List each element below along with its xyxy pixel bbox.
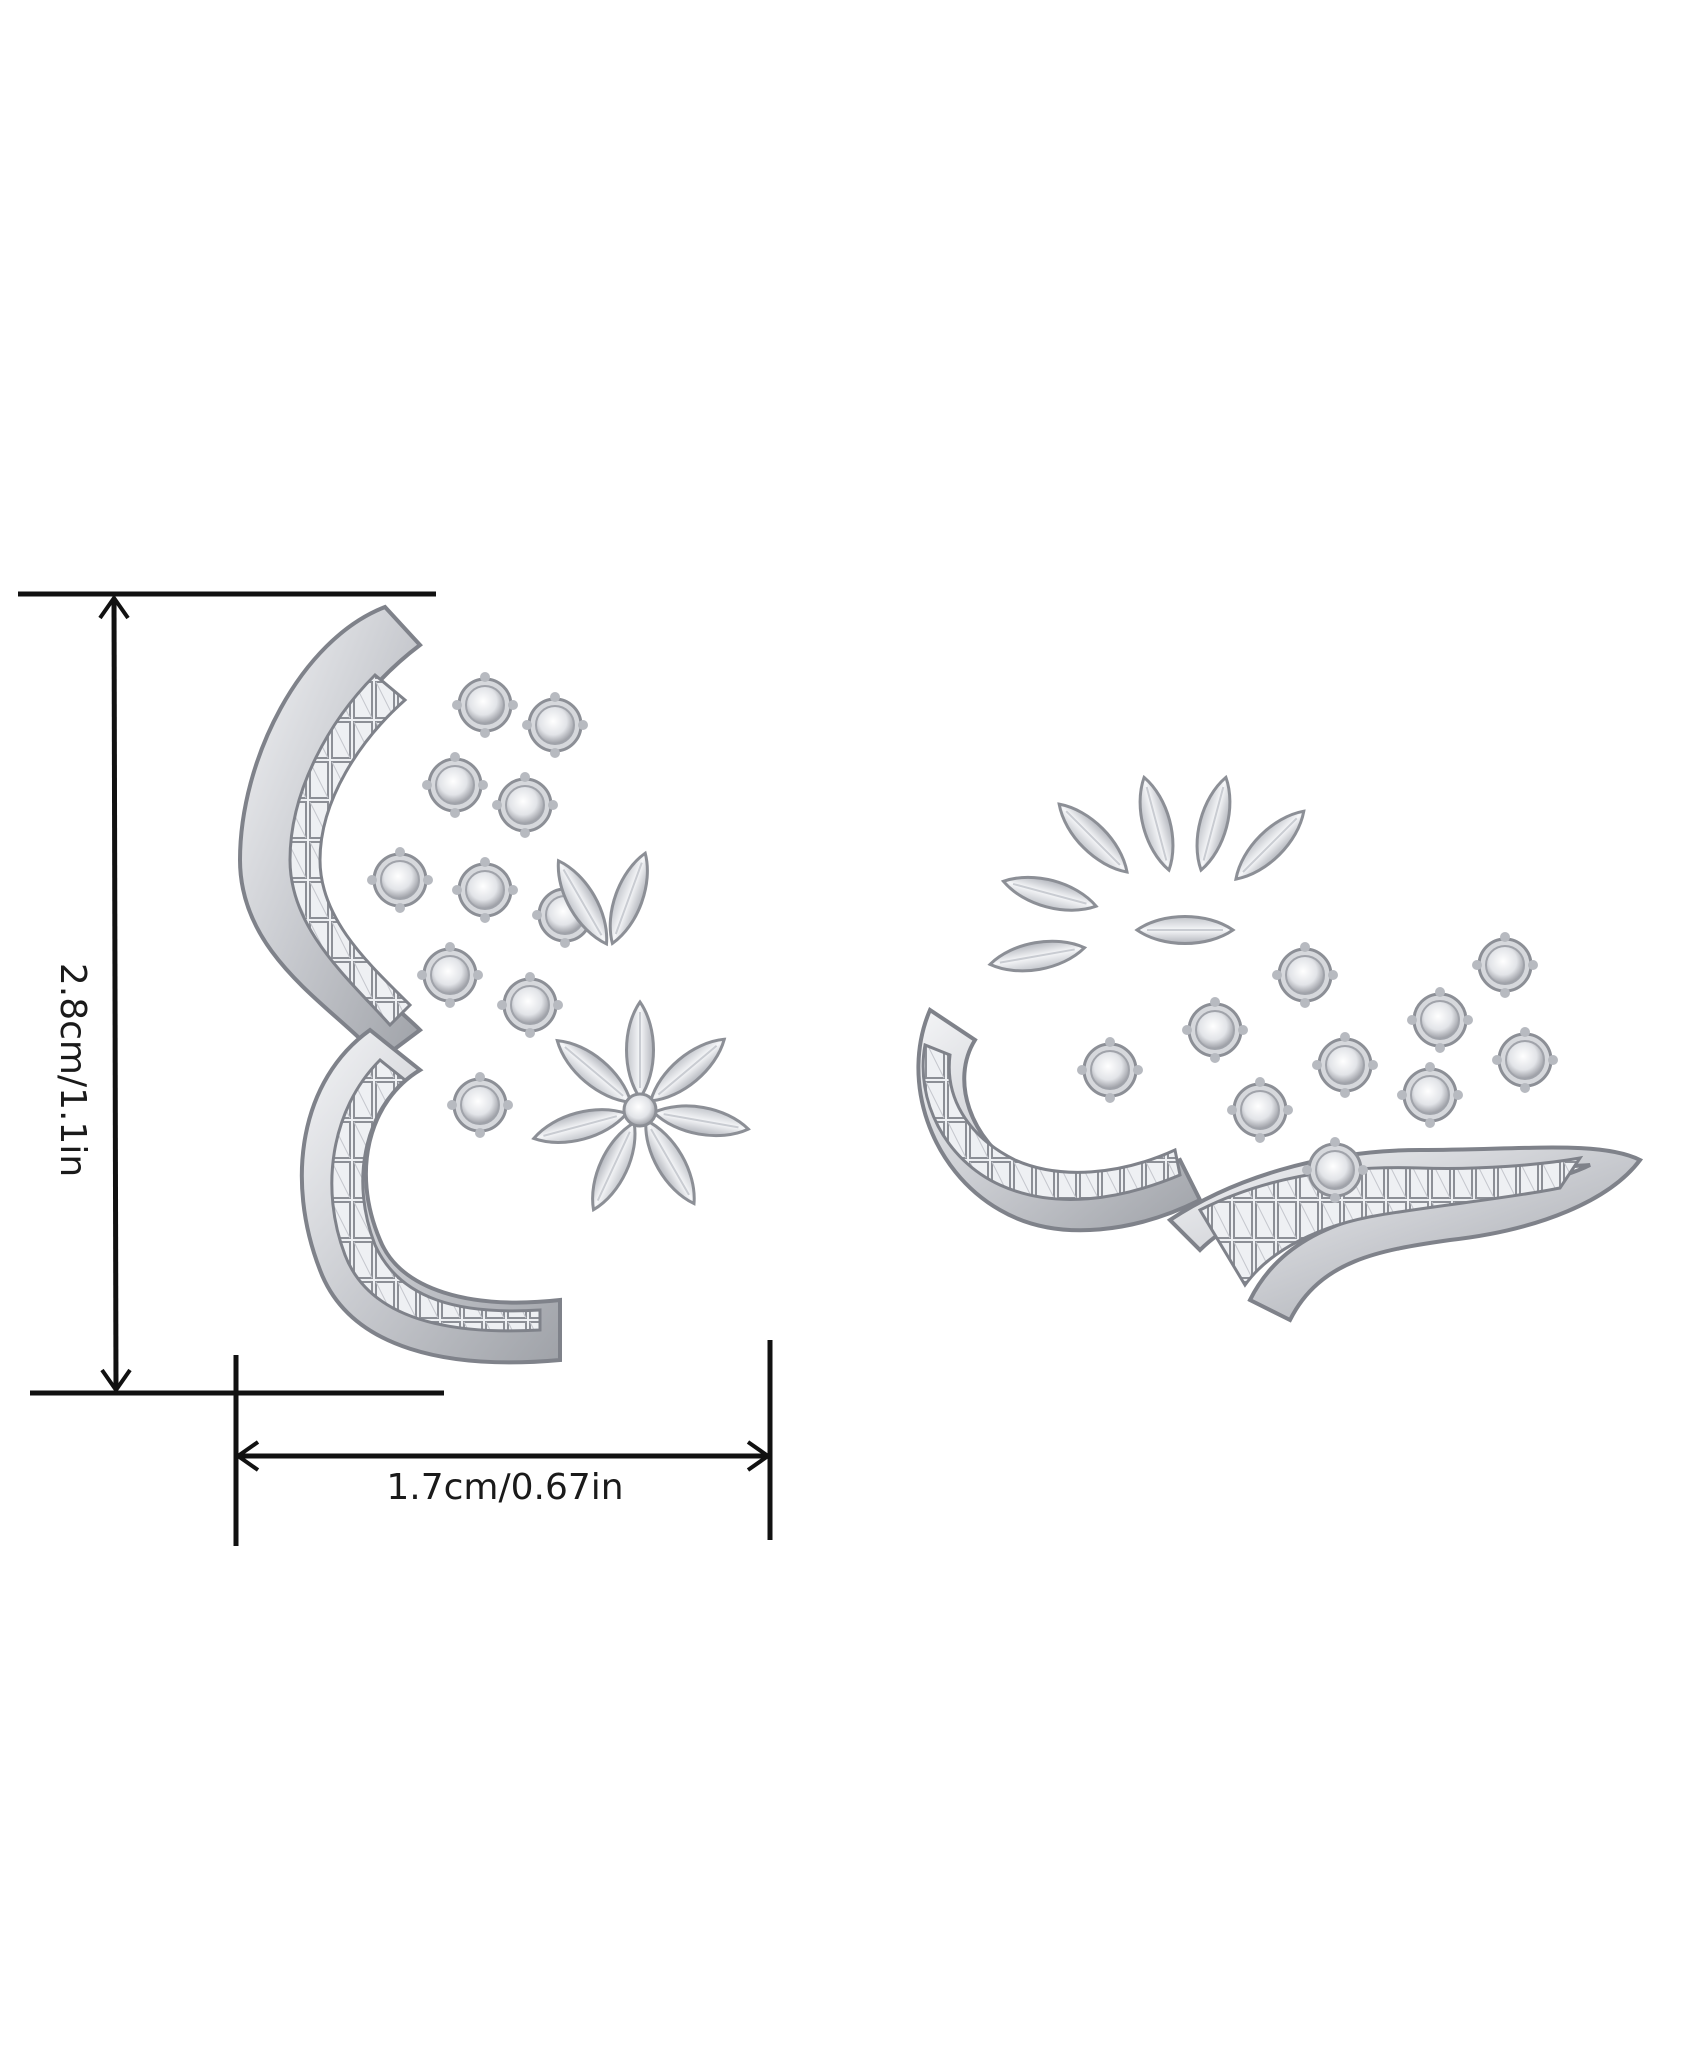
height-dimension-label: 2.8cm/1.1in	[52, 962, 93, 1178]
width-dimension-lines	[233, 1340, 773, 1546]
earring-front-view	[237, 604, 753, 1365]
earring-side-view	[916, 772, 1644, 1323]
height-dimension-lines	[18, 591, 444, 1396]
width-dimension-label: 1.7cm/0.67in	[386, 1467, 624, 1508]
